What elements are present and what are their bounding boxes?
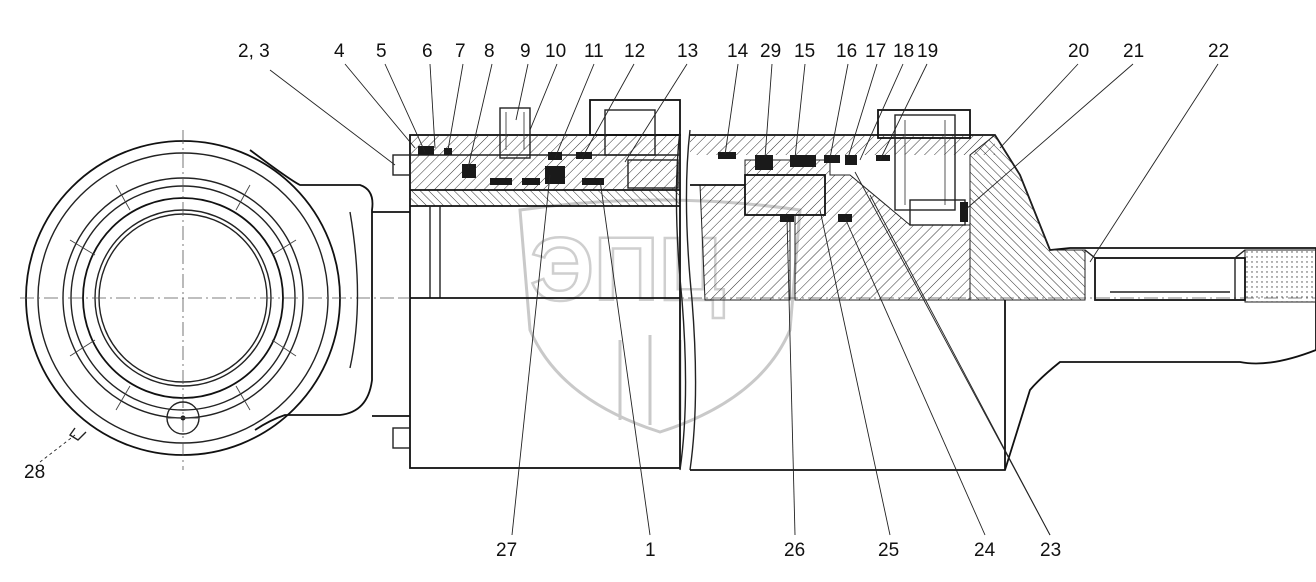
watermark: ЭПЦ bbox=[518, 198, 802, 434]
callout-16: 16 bbox=[836, 41, 857, 62]
callout-24: 24 bbox=[974, 540, 996, 561]
callout-29: 29 bbox=[760, 41, 781, 62]
callout-13: 13 bbox=[677, 41, 698, 62]
callout-22: 22 bbox=[1208, 41, 1229, 62]
callout-18: 18 bbox=[893, 41, 914, 62]
callout-19: 19 bbox=[917, 41, 938, 62]
break-line bbox=[675, 129, 697, 471]
callout-23: 23 bbox=[1040, 540, 1061, 561]
rod-eye bbox=[20, 130, 410, 470]
callout-26: 26 bbox=[784, 540, 805, 561]
callout-8: 8 bbox=[484, 41, 495, 62]
callout-2-3: 2, 3 bbox=[238, 41, 270, 62]
cylinder-tube-right bbox=[690, 109, 1316, 471]
callout-4: 4 bbox=[334, 41, 345, 62]
callout-15: 15 bbox=[794, 41, 815, 62]
cylinder-tube-left bbox=[392, 99, 1316, 469]
callout-11: 11 bbox=[584, 41, 604, 62]
callout-25: 25 bbox=[878, 540, 899, 561]
callout-5: 5 bbox=[376, 41, 387, 62]
callout-7: 7 bbox=[455, 41, 466, 62]
callout-10: 10 bbox=[545, 41, 566, 62]
callout-21: 21 bbox=[1123, 41, 1144, 62]
callout-6: 6 bbox=[422, 41, 433, 62]
callout-28: 28 bbox=[24, 462, 45, 483]
callout-27: 27 bbox=[496, 540, 517, 561]
watermark-text: ЭПЦ bbox=[530, 220, 725, 320]
callout-1: 1 bbox=[645, 540, 656, 561]
callout-14: 14 bbox=[727, 41, 749, 62]
callout-9: 9 bbox=[520, 41, 531, 62]
callout-12: 12 bbox=[624, 41, 645, 62]
callout-20: 20 bbox=[1068, 41, 1089, 62]
callout-17: 17 bbox=[865, 41, 886, 62]
leader-lines bbox=[39, 63, 1219, 536]
callout-labels: 2, 3 4 5 6 7 8 9 10 11 12 13 14 29 15 16… bbox=[24, 41, 1229, 561]
